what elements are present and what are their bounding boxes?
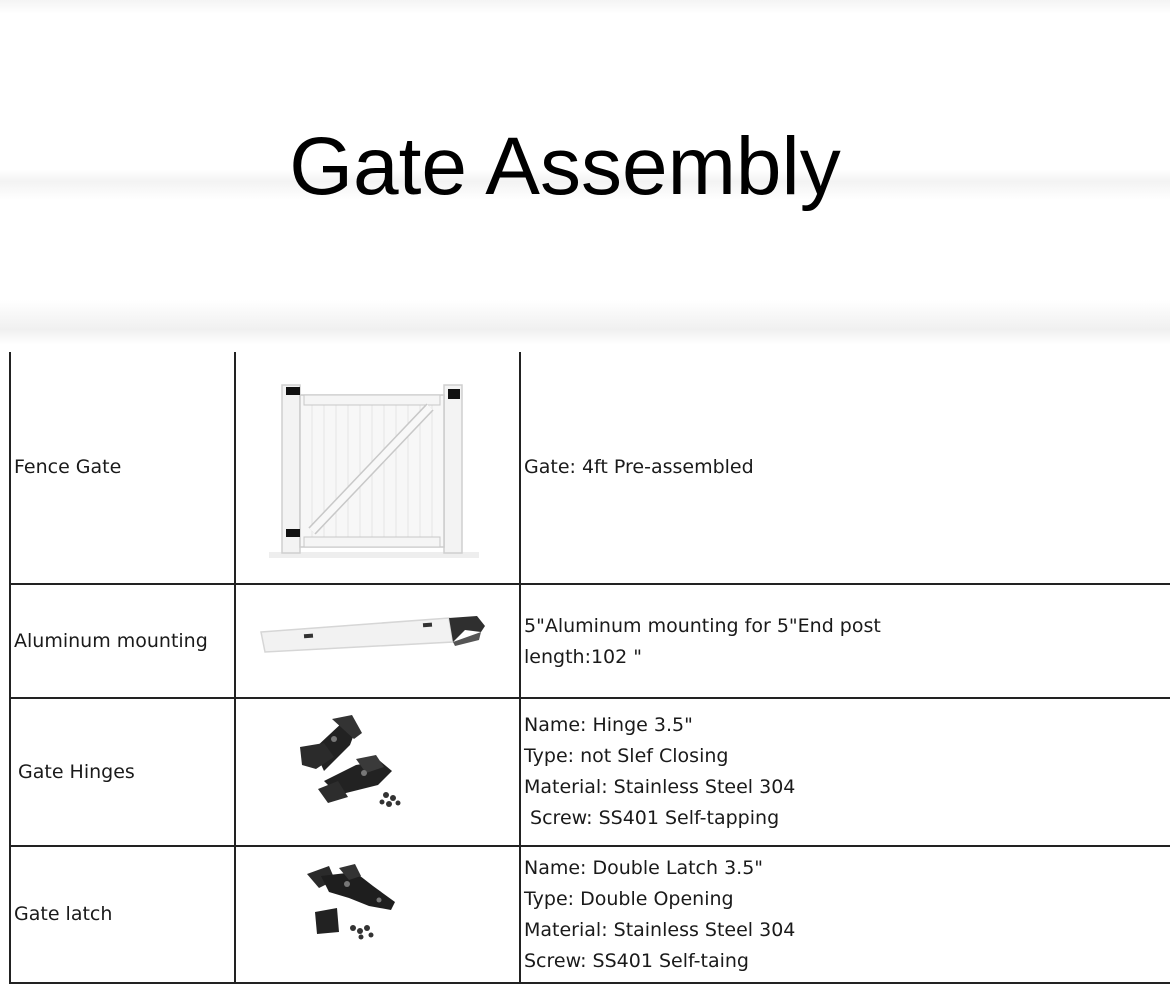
aluminum-mounting-image	[259, 610, 494, 660]
detail-line: Gate: 4ft Pre-assembled	[524, 456, 754, 478]
row-divider-3	[9, 845, 1170, 847]
header-banner: Gate Assembly	[0, 0, 1170, 345]
detail-line: Name: Double Latch 3.5"	[524, 857, 764, 879]
detail-line: Screw: SS401 Self-taing	[524, 950, 749, 972]
row-details-fence-gate: Gate: 4ft Pre-assembled	[524, 452, 754, 483]
detail-line: Type: Double Opening	[524, 888, 734, 910]
detail-line: 5"Aluminum mounting for 5"End post	[524, 615, 881, 637]
detail-line: Screw: SS401 Self-tapping	[524, 807, 780, 829]
table-border-bottom	[9, 982, 1170, 984]
detail-line: Name: Hinge 3.5"	[524, 714, 693, 736]
row-divider-1	[9, 583, 1170, 585]
row-name-gate-hinges: Gate Hinges	[18, 761, 135, 783]
row-name-gate-latch: Gate latch	[14, 903, 113, 925]
detail-line: Material: Stainless Steel 304	[524, 776, 796, 798]
row-details-gate-hinges: Name: Hinge 3.5" Type: not Slef Closing …	[524, 710, 795, 834]
fence-gate-image	[264, 367, 484, 562]
page-title: Gate Assembly	[289, 121, 841, 212]
detail-line: Material: Stainless Steel 304	[524, 919, 796, 941]
table-border-left	[9, 352, 11, 984]
row-details-gate-latch: Name: Double Latch 3.5" Type: Double Ope…	[524, 853, 795, 977]
table-divider-2	[519, 352, 521, 984]
parts-table: Fence Gate Gate: 4ft Pre-assembl	[9, 352, 1170, 984]
row-divider-2	[9, 697, 1170, 699]
gate-latch-image	[299, 862, 409, 952]
detail-line: Type: not Slef Closing	[524, 745, 729, 767]
row-name-aluminum-mounting: Aluminum mounting	[14, 630, 208, 652]
detail-line: length:102 "	[524, 646, 643, 668]
gate-hinges-image	[294, 709, 419, 819]
row-details-aluminum-mounting: 5"Aluminum mounting for 5"End post lengt…	[524, 611, 881, 673]
row-name-fence-gate: Fence Gate	[14, 456, 122, 478]
table-divider-1	[234, 352, 236, 984]
